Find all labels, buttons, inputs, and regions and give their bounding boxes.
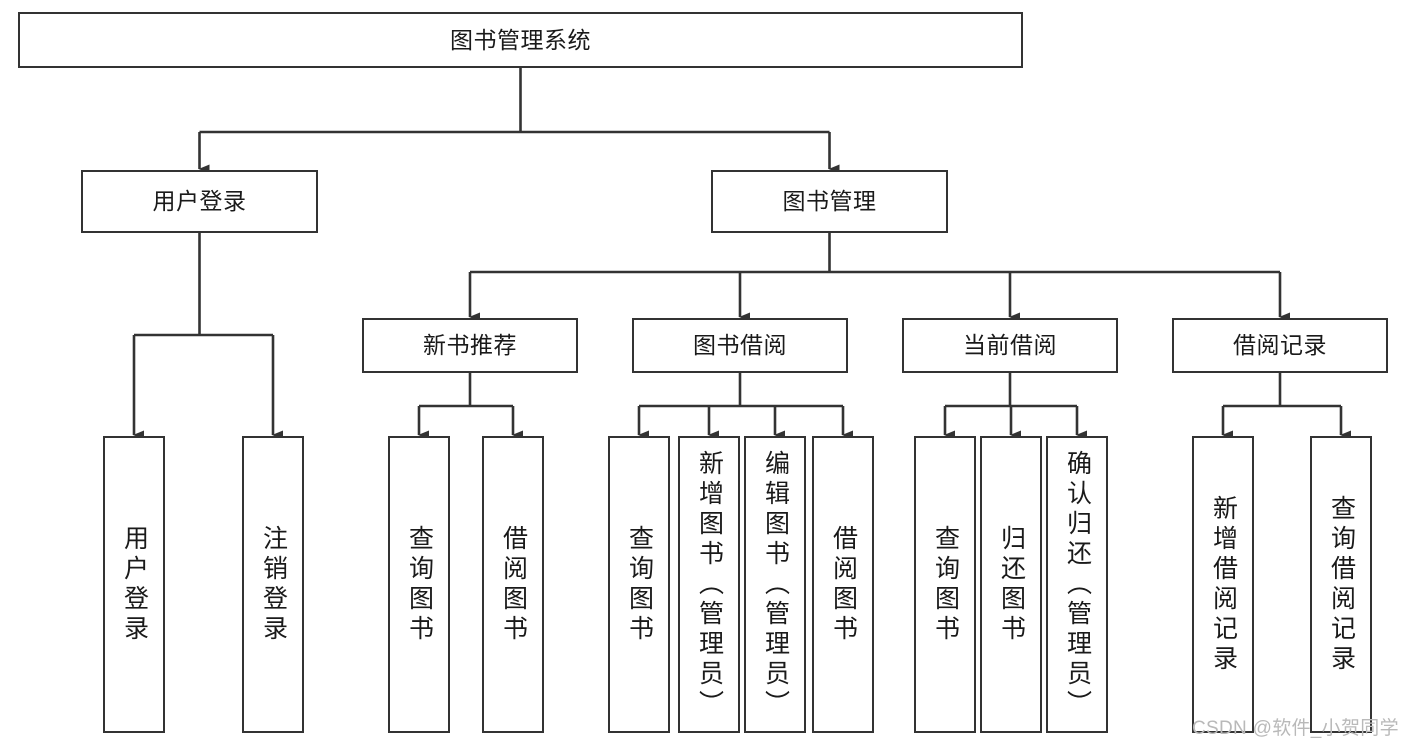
node-leaf-rec-query-record[interactable]: 查询借阅记录 (1310, 436, 1372, 733)
node-label: 查询图书 (405, 524, 434, 645)
node-leaf-user-logout[interactable]: 注销登录 (242, 436, 304, 733)
node-leaf-borrow-edit[interactable]: 编辑图书（管理员） (744, 436, 806, 733)
node-leaf-borrow-lend[interactable]: 借阅图书 (812, 436, 874, 733)
node-label: 用户登录 (120, 524, 149, 645)
watermark-text: CSDN @软件_小贺同学 (1192, 718, 1399, 739)
node-label: 查询借阅记录 (1327, 494, 1356, 675)
node-label: 新增图书（管理员） (695, 449, 724, 720)
node-label: 图书管理 (782, 188, 877, 215)
node-label: 新增借阅记录 (1209, 494, 1238, 675)
node-leaf-user-login[interactable]: 用户登录 (103, 436, 165, 733)
node-borrow-record[interactable]: 借阅记录 (1172, 318, 1388, 373)
node-label: 注销登录 (259, 524, 288, 645)
node-leaf-cur-query[interactable]: 查询图书 (914, 436, 976, 733)
node-label: 借阅记录 (1233, 332, 1327, 359)
node-leaf-rec-query[interactable]: 查询图书 (388, 436, 450, 733)
node-label: 查询图书 (625, 524, 654, 645)
node-new-book-rec[interactable]: 新书推荐 (362, 318, 578, 373)
node-label: 编辑图书（管理员） (761, 449, 790, 720)
node-book-borrow[interactable]: 图书借阅 (632, 318, 848, 373)
node-label: 借阅图书 (829, 524, 858, 645)
node-leaf-cur-confirm[interactable]: 确认归还（管理员） (1046, 436, 1108, 733)
node-current-borrow[interactable]: 当前借阅 (902, 318, 1118, 373)
node-user-login[interactable]: 用户登录 (81, 170, 318, 233)
node-label: 当前借阅 (963, 332, 1057, 359)
node-label: 确认归还（管理员） (1063, 449, 1092, 720)
node-leaf-borrow-add[interactable]: 新增图书（管理员） (678, 436, 740, 733)
node-leaf-rec-add[interactable]: 新增借阅记录 (1192, 436, 1254, 733)
node-label: 归还图书 (997, 524, 1026, 645)
node-label: 图书借阅 (693, 332, 787, 359)
node-root[interactable]: 图书管理系统 (18, 12, 1023, 68)
node-label: 新书推荐 (423, 332, 517, 359)
node-label: 用户登录 (152, 188, 247, 215)
node-label: 图书管理系统 (450, 26, 591, 53)
node-book-manage[interactable]: 图书管理 (711, 170, 948, 233)
node-label: 查询图书 (931, 524, 960, 645)
node-leaf-cur-return[interactable]: 归还图书 (980, 436, 1042, 733)
node-label: 借阅图书 (499, 524, 528, 645)
node-leaf-borrow-query[interactable]: 查询图书 (608, 436, 670, 733)
node-leaf-rec-borrow[interactable]: 借阅图书 (482, 436, 544, 733)
